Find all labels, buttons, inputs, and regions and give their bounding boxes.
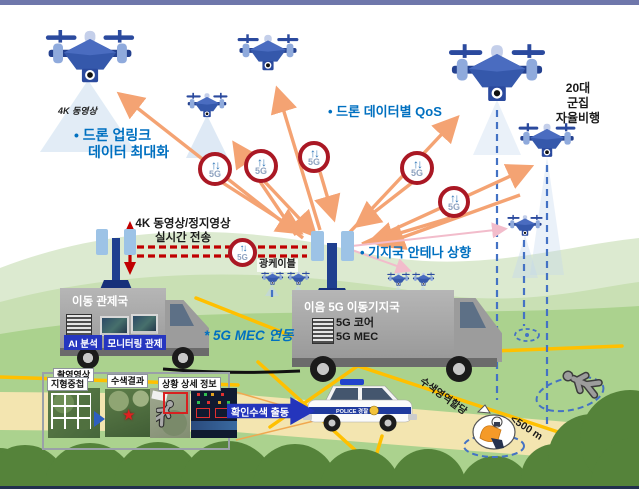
label-swarm-flight: 20대 군집 자율비행 xyxy=(555,81,601,125)
label-realtime-transfer: 4K 동영상/정지영상 실시간 전송 xyxy=(135,218,231,245)
updown-arrows-icon: ↑↓ xyxy=(450,190,460,205)
label-search-result: 수색결과 xyxy=(107,374,149,388)
server-rack-icon-5g xyxy=(312,318,334,344)
label-5g-mec: 5G MEC xyxy=(336,331,379,343)
link-arrows-pink xyxy=(351,222,508,274)
photo-detail-aerial xyxy=(150,388,190,438)
drone-small-center xyxy=(186,92,228,118)
bushes xyxy=(0,390,639,489)
panel-flow-arrow xyxy=(94,411,105,427)
missing-person-icon xyxy=(562,370,603,399)
terrain-grid-overlay xyxy=(51,393,91,429)
monitor-icon-2 xyxy=(131,314,158,334)
drone-medium-center xyxy=(237,34,299,71)
right-truck-wheel-front xyxy=(446,356,472,382)
monitor-icon-1 xyxy=(100,316,129,336)
updown-arrows-icon: ↑↓ xyxy=(211,157,221,172)
badge-5g-3: ↑↓ 5G xyxy=(298,141,330,173)
left-truck-skirt xyxy=(60,348,209,356)
screen-video-strip xyxy=(191,421,237,430)
badge-5g-5: ↑↓ 5G xyxy=(438,186,470,218)
police-car: POLICE 경찰 xyxy=(303,379,417,432)
server-rack-icon xyxy=(66,314,92,337)
mec-cable xyxy=(162,367,301,374)
left-truck-title: 이동 관제국 xyxy=(72,296,129,308)
updown-arrows-icon: ↑↓ xyxy=(257,154,267,169)
screen-red-box-2 xyxy=(215,408,229,418)
label-4k-video: 4K 동영상 xyxy=(58,106,97,116)
police-stripe-text: POLICE 경찰 xyxy=(336,407,368,415)
tag-monitoring: 모니터링 관제 xyxy=(104,335,166,350)
label-detail-info: 상황 상세 정보 xyxy=(158,377,221,391)
drone-large-right xyxy=(448,44,546,102)
right-truck-wheel-rear xyxy=(310,356,336,382)
rescuer-icon xyxy=(472,404,516,450)
target-marker-icon: ★ xyxy=(122,407,136,424)
badge-5g-2: ↑↓ 5G xyxy=(244,149,278,183)
label-antenna-uptilt: • 기지국 안테나 상향 xyxy=(360,245,472,260)
left-truck: 이동 관제국 AI 분석 모니터링 관제 xyxy=(58,286,210,372)
label-drone-qos: • 드론 데이터별 QoS xyxy=(328,104,442,119)
label-5g-core: 5G 코어 xyxy=(336,317,374,329)
screen-red-box-1 xyxy=(196,408,210,418)
drone-large-left xyxy=(45,30,135,83)
label-drone-uplink-2: 데이터 최대화 xyxy=(88,144,170,160)
badge-5g-link: ↑↓ 5G xyxy=(228,238,257,267)
label-mec-link: * 5G MEC 연동 xyxy=(204,328,294,343)
drone-swarm-lead xyxy=(518,123,576,157)
dispatch-arrow-label: 확인수색 출동 xyxy=(231,407,289,419)
detection-red-box xyxy=(163,392,188,414)
right-truck-title: 이음 5G 이동기지국 xyxy=(304,302,400,314)
badge-5g-1: ↑↓ 5G xyxy=(198,152,232,186)
tag-ai-analysis: AI 분석 xyxy=(64,335,102,350)
label-drone-uplink-1: • 드론 업링크 xyxy=(74,127,152,143)
updown-arrows-icon: ↑↓ xyxy=(310,145,320,160)
right-truck-skirt xyxy=(292,358,497,367)
bottom-border-bar xyxy=(0,486,639,489)
left-truck-wheel-rear xyxy=(77,347,99,369)
label-optical-cable: 광케이블 xyxy=(257,259,298,272)
right-truck: 이음 5G 이동기지국 5G 코어 5G MEC xyxy=(290,288,505,382)
label-terrain-overlay: 지형중첩 xyxy=(47,377,89,391)
badge-5g-4: ↑↓ 5G xyxy=(400,151,434,185)
updown-arrows-icon: ↑↓ xyxy=(413,156,423,171)
photo-terrain-grid xyxy=(48,388,100,438)
top-border-bar xyxy=(0,0,639,5)
updown-arrows-icon: ↑↓ xyxy=(239,242,248,254)
scan-marker xyxy=(514,328,540,342)
photo-detail-screen xyxy=(191,388,237,438)
left-truck-wheel-front xyxy=(172,347,194,369)
